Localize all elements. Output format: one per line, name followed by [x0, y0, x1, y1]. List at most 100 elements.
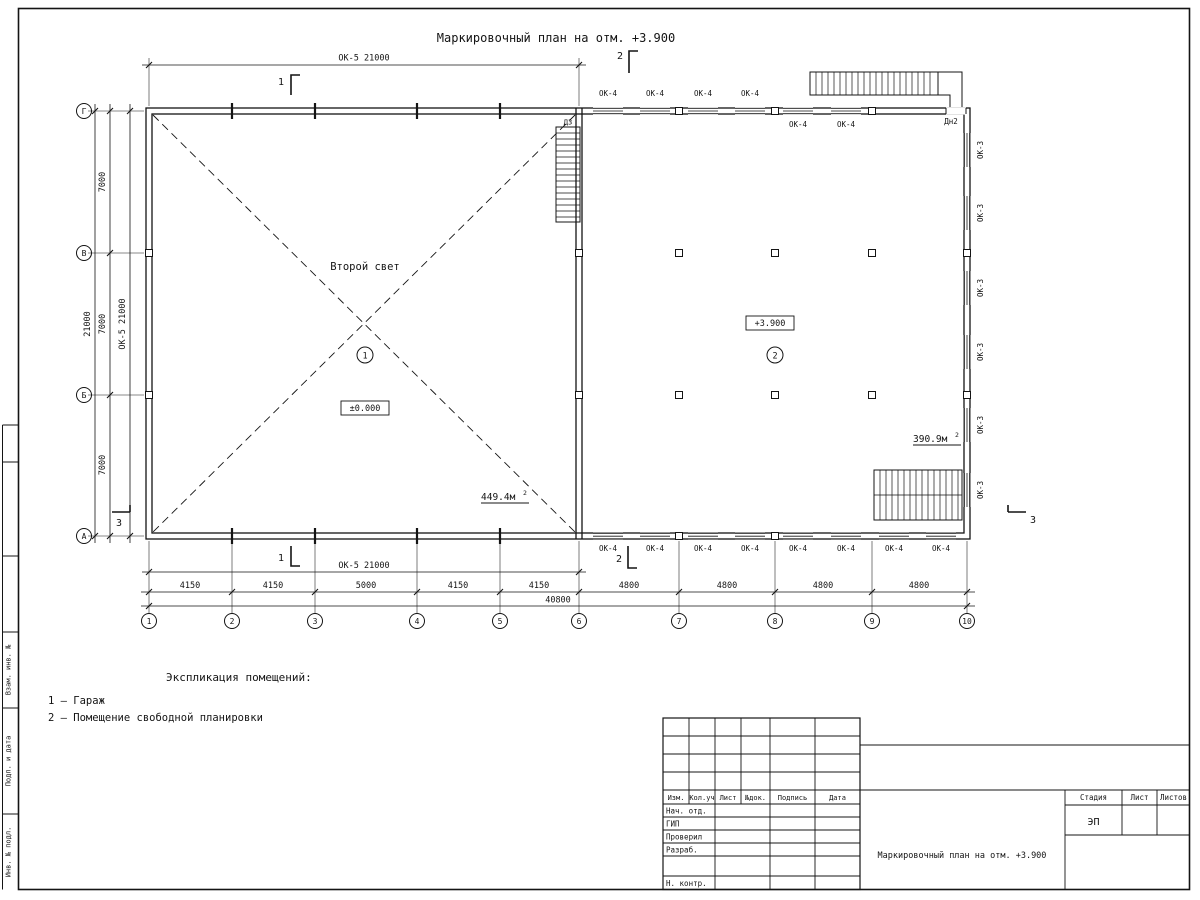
ok3-label: ОК-3	[976, 416, 985, 434]
axis-col: 3	[313, 617, 318, 626]
tb-col: Кол.уч	[689, 794, 714, 802]
ok4-label: ОК-4	[646, 544, 665, 553]
section-1-bottom: 1	[278, 553, 284, 564]
room2-number: 2	[772, 352, 777, 362]
legend-title: Экспликация помещений:	[166, 671, 312, 684]
ok4-label: ОК-4	[932, 544, 951, 553]
tb-role: Проверил	[666, 833, 702, 842]
dn2-label: Дн2	[944, 117, 958, 126]
sheet-title: Маркировочный план на отм. +3.900	[437, 31, 675, 45]
second-light-diagonals	[152, 114, 576, 533]
dim-ok5-left: ОК-5 21000	[118, 298, 128, 349]
tb-col: Дата	[829, 794, 846, 802]
tb-col: №док.	[744, 794, 766, 802]
room2-area: 390.9м	[913, 434, 948, 445]
columns	[145, 103, 971, 544]
axis-row: Г	[82, 107, 87, 116]
frame-label-podp: Подп. и дата	[5, 736, 13, 787]
legend: Экспликация помещений: 1 – Гараж 2 – Пом…	[48, 671, 312, 724]
dim-ok5-bottom: ОК-5 21000	[338, 561, 389, 571]
tb-role: Н. контр.	[666, 879, 707, 888]
dim-seg: 4800	[909, 581, 929, 591]
axis-row: Б	[82, 391, 87, 400]
room2-area-sup: 2	[955, 431, 959, 439]
ok4-label: ОК-4	[789, 544, 808, 553]
axis-col: 7	[677, 617, 682, 626]
ok4-label: ОК-4	[741, 89, 760, 98]
room-annotations: Второй свет 1 ±0.000 2 +3.900 449.4м 2 3…	[330, 261, 961, 504]
section-2-top: 2	[617, 51, 623, 62]
dim-total-left: 21000	[83, 311, 93, 337]
dim-seg: 4800	[619, 581, 639, 591]
external-stair-top	[809, 71, 963, 107]
dim-seg: 4150	[529, 581, 549, 591]
windows-right-wall	[963, 133, 971, 507]
ok4-label: ОК-4	[837, 120, 856, 129]
dim-seg: 7000	[98, 455, 108, 475]
room1-area: 449.4м	[481, 492, 516, 503]
dim-seg: 5000	[356, 581, 376, 591]
tb-stage-value: ЭП	[1087, 817, 1099, 828]
axis-row: В	[82, 249, 87, 258]
axis-row: А	[82, 532, 87, 541]
plan-walls	[145, 107, 971, 540]
tb-col: Изм.	[668, 794, 685, 802]
frame-label-inv: Инв. № подл.	[5, 827, 13, 878]
title-block: Изм. Кол.уч Лист №док. Подпись Дата Нач.…	[662, 717, 1190, 891]
stair-d3: Д3	[555, 119, 581, 223]
frame-label-vzam: Взам. инв. №	[5, 644, 13, 695]
dim-seg: 4150	[448, 581, 468, 591]
axis-col: 9	[870, 617, 875, 626]
dim-seg: 4150	[263, 581, 283, 591]
dim-seg: 4800	[813, 581, 833, 591]
sheet-frame: Взам. инв. № Подп. и дата Инв. № подл.	[2, 7, 1191, 891]
dimension-top: ОК-5 21000	[142, 54, 586, 106]
dimensions-left: 7000 7000 7000 21000 ОК-5 21000	[83, 104, 144, 543]
section-marks: 1 1 2 2 3 3	[112, 50, 1036, 569]
window-mark-labels: ОК-4 ОК-4 ОК-4 ОК-4 ОК-4 ОК-4 Дн2 ОК-4 О…	[599, 89, 985, 553]
axis-col: 2	[230, 617, 235, 626]
section-1-top: 1	[278, 77, 284, 88]
axes-bottom: 1 2 3 4 5 6 7 8 9 10	[141, 613, 975, 629]
tb-col: Лист	[720, 794, 737, 802]
axes-left: Г В Б А	[76, 103, 92, 544]
dim-seg: 7000	[98, 172, 108, 192]
tb-role: Разраб.	[666, 846, 698, 855]
axis-col: 6	[577, 617, 582, 626]
ok4-label: ОК-4	[694, 89, 713, 98]
dim-seg: 7000	[98, 314, 108, 334]
room1-number: 1	[362, 352, 367, 362]
room2-level: +3.900	[755, 319, 786, 329]
section-3-right: 3	[1030, 515, 1036, 526]
ok3-label: ОК-3	[976, 141, 985, 159]
ok3-label: ОК-3	[976, 279, 985, 297]
ok4-label: ОК-4	[741, 544, 760, 553]
tb-stage-col: Лист	[1130, 793, 1148, 802]
dimensions-bottom: ОК-5 21000 4150 4150 5000 4150 4150 4800…	[141, 541, 975, 613]
ok4-label: ОК-4	[789, 120, 808, 129]
ok3-label: ОК-3	[976, 481, 985, 499]
axis-col: 10	[962, 617, 972, 626]
tb-stage-col: Стадия	[1080, 793, 1107, 802]
section-3-left: 3	[116, 518, 122, 529]
stair-bottom-right	[873, 469, 963, 521]
ok4-label: ОК-4	[599, 544, 618, 553]
axis-col: 4	[415, 617, 420, 626]
second-light-label: Второй свет	[330, 261, 400, 273]
dim-ok5-top: ОК-5 21000	[338, 54, 389, 64]
ok3-label: ОК-3	[976, 343, 985, 361]
ok3-label: ОК-3	[976, 204, 985, 222]
dim-total-bottom: 40800	[545, 596, 571, 606]
tb-role: ГИП	[666, 820, 680, 829]
door-opening-dn2	[945, 107, 967, 115]
tb-role: Нач. отд.	[666, 807, 707, 816]
axis-col: 8	[773, 617, 778, 626]
dim-seg: 4150	[180, 581, 200, 591]
ok4-label: ОК-4	[837, 544, 856, 553]
legend-item: 1 – Гараж	[48, 695, 106, 707]
windows-top-wall	[593, 107, 861, 115]
dim-seg: 4800	[717, 581, 737, 591]
ok4-label: ОК-4	[885, 544, 904, 553]
tb-col: Подпись	[778, 794, 808, 802]
